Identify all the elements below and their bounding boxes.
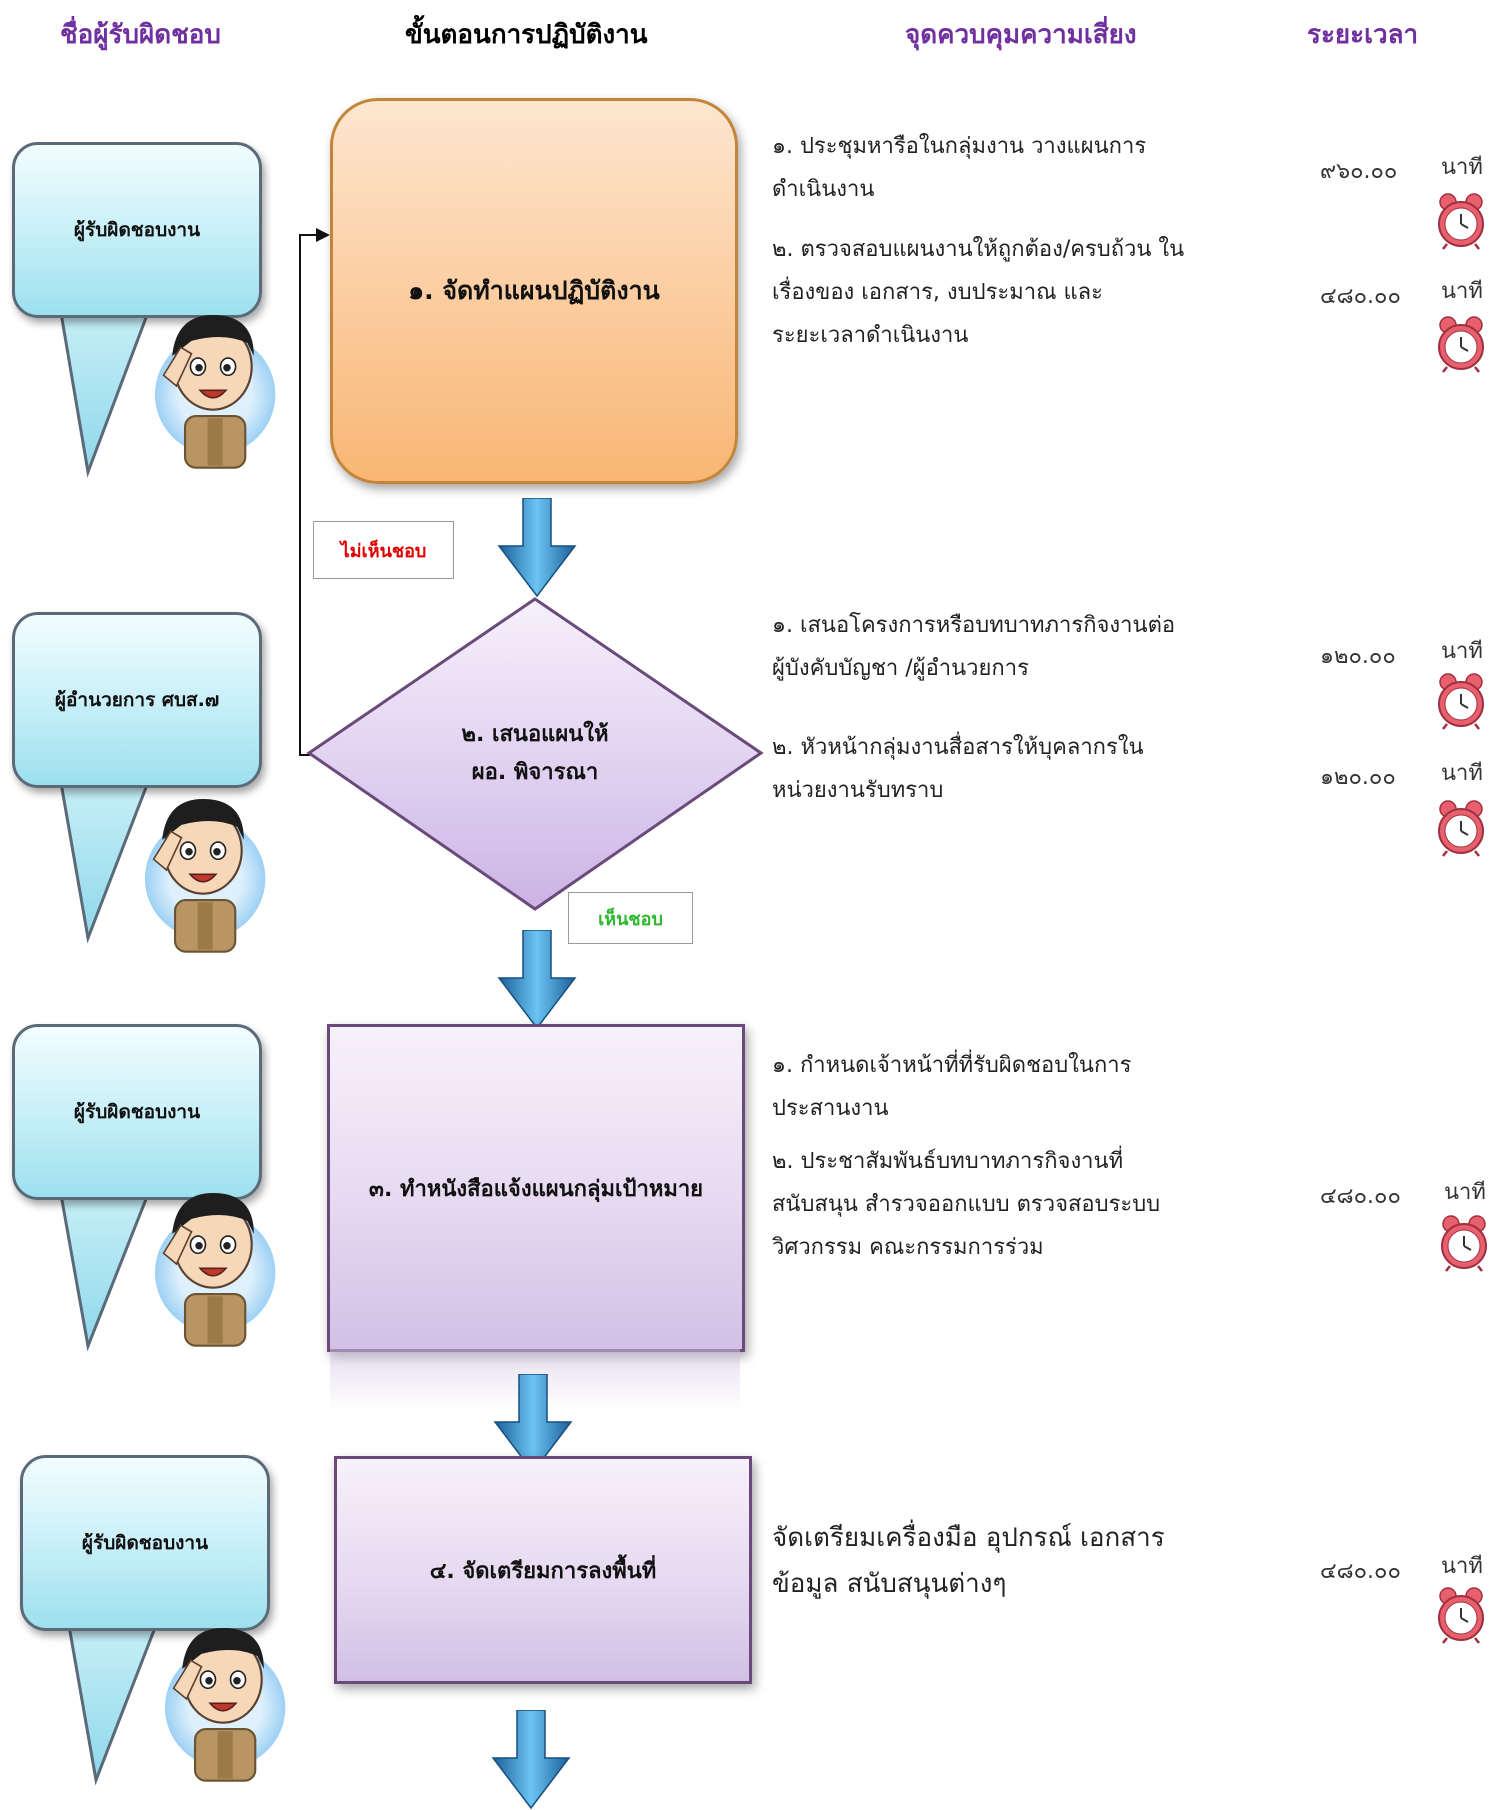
responsible-label: ผู้รับผิดชอบงาน: [12, 142, 262, 318]
responsible-label: ผู้อำนวยการ ศบส.๗: [12, 612, 262, 788]
down-arrow-icon: [491, 1710, 571, 1810]
responsible-bubble-1: ผู้รับผิดชอบงาน: [0, 142, 280, 478]
header-duration: ระยะเวลา: [1307, 20, 1419, 50]
duration-value: ๔๘๐.๐๐: [1320, 1184, 1401, 1209]
alarm-clock-icon: [1431, 797, 1491, 857]
risk-line: ดำเนินงาน: [772, 177, 875, 202]
duration-unit: นาที: [1441, 639, 1483, 664]
responsible-label: ผู้รับผิดชอบงาน: [20, 1455, 270, 1631]
risk-line: ระยะเวลาดำเนินงาน: [772, 323, 969, 348]
responsible-bubble-2: ผู้อำนวยการ ศบส.๗: [0, 612, 280, 942]
duration-unit: นาที: [1441, 155, 1483, 180]
risk-line: สนับสนุน สำรวจออกแบบ ตรวจสอบระบบ: [772, 1192, 1161, 1217]
down-arrow-icon: [497, 930, 577, 1030]
responsible-bubble-3: ผู้รับผิดชอบงาน: [0, 1024, 280, 1354]
header-responsible: ชื่อผู้รับผิดชอบ: [60, 20, 221, 50]
duration-value: ๔๘๐.๐๐: [1320, 1559, 1401, 1584]
duration-value: ๑๒๐.๐๐: [1320, 644, 1396, 669]
responsible-bubble-4: ผู้รับผิดชอบงาน: [8, 1455, 288, 1786]
step-2-diamond: [306, 597, 764, 911]
risk-line: ๑. เสนอโครงการหรือบทบาทภารกิจงานต่อ: [772, 613, 1176, 638]
down-arrow-icon: [497, 498, 577, 598]
risk-line: ผู้บังคับบัญชา /ผู้อำนวยการ: [772, 656, 1029, 681]
responsible-label: ผู้รับผิดชอบงาน: [12, 1024, 262, 1200]
risk-line: ๒. ประชาสัมพันธ์บทบาทภารกิจงานที่: [772, 1149, 1124, 1174]
duration-unit: นาที: [1444, 1180, 1486, 1205]
risk-control-step-4: จัดเตรียมเครื่องมือ อุปกรณ์ เอกสาร ข้อมู…: [772, 1515, 1165, 1607]
header-procedure: ขั้นตอนการปฏิบัติงาน: [405, 20, 648, 50]
duration-unit: นาที: [1441, 279, 1483, 304]
risk-line: ๑. กำหนดเจ้าหน้าที่ที่รับผิดชอบในการ: [772, 1053, 1132, 1078]
alarm-clock-icon: [1431, 313, 1491, 373]
risk-line: ๒. ตรวจสอบแผนงานให้ถูกต้อง/ครบถ้วน ใน: [772, 237, 1185, 262]
alarm-clock-icon: [1431, 190, 1491, 250]
risk-line: หน่วยงานรับทราบ: [772, 778, 944, 803]
step-2-line-1: ๒. เสนอแผนให้: [461, 722, 609, 747]
disapprove-label: ไม่เห็นชอบ: [313, 521, 454, 579]
alarm-clock-icon: [1431, 670, 1491, 730]
step-2-line-2: ผอ. พิจารณา: [471, 760, 599, 785]
risk-line: ๑. ประชุมหารือในกลุ่มงาน วางแผนการ: [772, 134, 1147, 159]
approve-label: เห็นชอบ: [568, 892, 693, 944]
risk-line: จัดเตรียมเครื่องมือ อุปกรณ์ เอกสาร: [772, 1523, 1165, 1553]
alarm-clock-icon: [1434, 1212, 1494, 1272]
duration-value: ๙๖๐.๐๐: [1320, 159, 1398, 184]
alarm-clock-icon: [1431, 1584, 1491, 1644]
risk-control-step-2: ๑. เสนอโครงการหรือบทบาทภารกิจงานต่อ ผู้บ…: [772, 604, 1175, 812]
risk-line: วิศวกรรม คณะกรรมการร่วม: [772, 1235, 1044, 1260]
duration-unit: นาที: [1441, 761, 1483, 786]
step-3-box: ๓. ทำหนังสือแจ้งแผนกลุ่มเป้าหมาย: [327, 1024, 745, 1352]
duration-value: ๑๒๐.๐๐: [1320, 765, 1396, 790]
step-4-box: ๔. จัดเตรียมการลงพื้นที่: [334, 1456, 752, 1684]
step-1-box: ๑. จัดทำแผนปฏิบัติงาน: [330, 98, 738, 484]
duration-value: ๔๘๐.๐๐: [1320, 284, 1401, 309]
risk-line: ๒. หัวหน้ากลุ่มงานสื่อสารให้บุคลากรใน: [772, 735, 1144, 760]
risk-line: เรื่องของ เอกสาร, งบประมาณ และ: [772, 280, 1103, 305]
risk-line: ประสานงาน: [772, 1096, 889, 1121]
risk-line: ข้อมูล สนับสนุนต่างๆ: [772, 1569, 1007, 1599]
step-2-text: ๒. เสนอแผนให้ ผอ. พิจารณา: [395, 716, 675, 792]
header-risk-control: จุดควบคุมความเสี่ยง: [905, 20, 1137, 50]
risk-control-step-3: ๑. กำหนดเจ้าหน้าที่ที่รับผิดชอบในการ ประ…: [772, 1044, 1160, 1269]
duration-unit: นาที: [1441, 1554, 1483, 1579]
risk-control-step-1: ๑. ประชุมหารือในกลุ่มงาน วางแผนการ ดำเนิ…: [772, 125, 1184, 357]
